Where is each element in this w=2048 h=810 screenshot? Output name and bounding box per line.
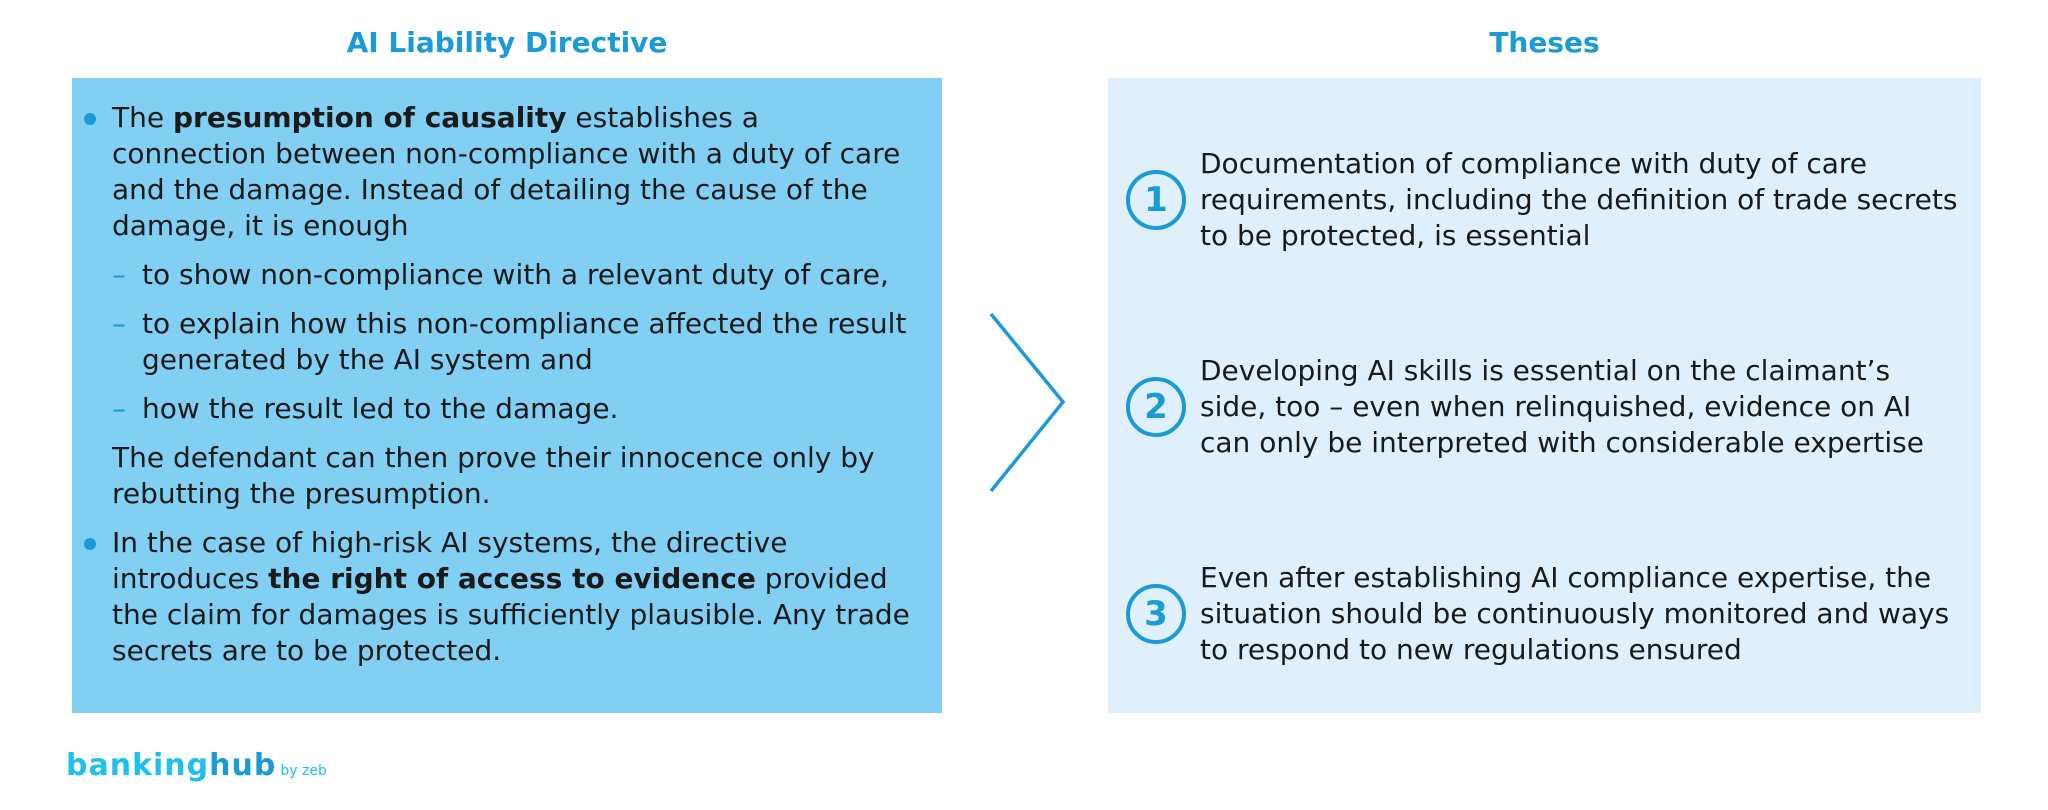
chevron-right-icon [989, 312, 1065, 493]
bold-access-to-evidence: the right of access to evidence [268, 562, 756, 595]
sub-item-1: – to show non-compliance with a relevant… [112, 258, 889, 291]
bold-presumption: presumption of causality [172, 101, 567, 134]
sub-item-2: – to explain how this non-compliance aff… [112, 307, 907, 376]
bullet-dot-icon [84, 113, 96, 125]
number-circle-icon: 3 [1126, 584, 1186, 644]
bullet-dot-icon [84, 538, 96, 550]
defendant-paragraph: The defendant can then prove their innoc… [112, 441, 875, 510]
thesis-item-1: 1 Documentation of compliance with duty … [1126, 146, 1963, 254]
thesis-item-2: 2 Developing AI skills is essential on t… [1126, 353, 1963, 461]
bullet-presumption: The presumption of causality establishes… [84, 100, 922, 244]
thesis-text: Developing AI skills is essential on the… [1200, 354, 1924, 459]
directive-panel: The presumption of causality establishes… [72, 78, 942, 713]
thesis-item-3: 3 Even after establishing AI compliance … [1126, 560, 1963, 668]
thesis-text: Even after establishing AI compliance ex… [1200, 561, 1950, 666]
dash-icon: – [112, 392, 126, 425]
theses-panel: 1 Documentation of compliance with duty … [1108, 78, 1981, 713]
dash-icon: – [112, 307, 126, 340]
left-column-title: AI Liability Directive [346, 26, 668, 59]
thesis-text: Documentation of compliance with duty of… [1200, 147, 1958, 252]
bullet-access-to-evidence: In the case of high-risk AI systems, the… [84, 525, 922, 669]
right-column-title: Theses [1489, 26, 1600, 59]
sub-item-3: – how the result led to the damage. [112, 392, 619, 425]
number-circle-icon: 1 [1126, 170, 1186, 230]
number-circle-icon: 2 [1126, 377, 1186, 437]
dash-icon: – [112, 258, 126, 291]
